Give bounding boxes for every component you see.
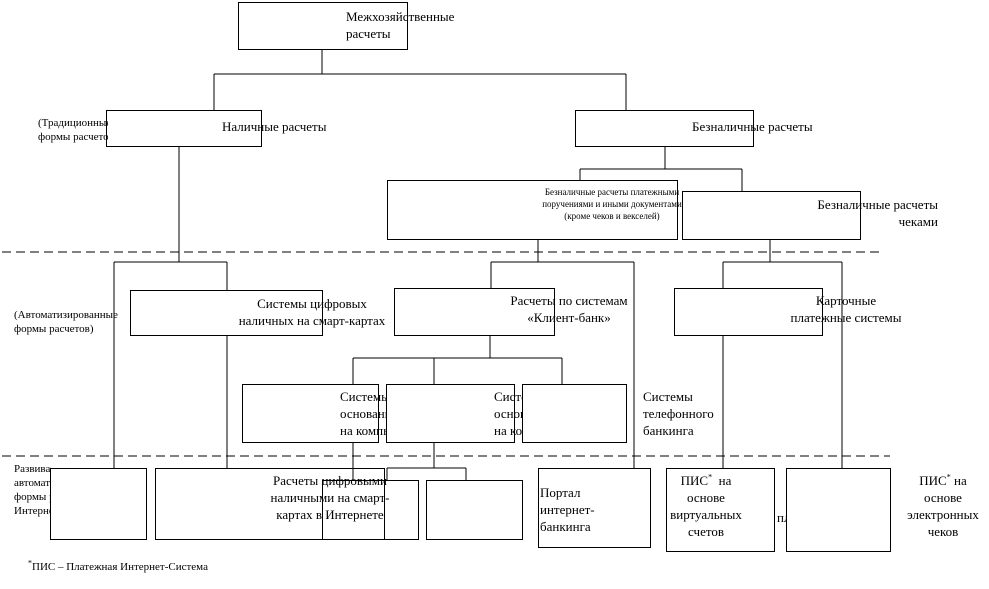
cashless-cheques-box (682, 191, 861, 240)
bottom-box-4 (426, 480, 523, 540)
footnote: *ПИС – Платежная Интернет-Система (28, 558, 208, 574)
computer-systems-box-b (386, 384, 515, 443)
internet-banking-box (538, 468, 651, 548)
root-label: Межхозяйственные расчеты (346, 9, 455, 41)
pis-virtual-box (666, 468, 775, 552)
digital-cash-smart-box (130, 290, 323, 336)
cashless-orders-box (387, 180, 678, 240)
client-bank-label: Расчеты по системам «Клиент-банк» (510, 293, 628, 325)
pis-cards-box (786, 468, 891, 552)
card-systems-label: Карточные платежные системы (790, 293, 902, 325)
card-systems-box (674, 288, 823, 336)
client-bank-box (394, 288, 555, 336)
footnote-text: ПИС – Платежная Интернет-Система (32, 561, 208, 573)
cashless-cheques-label: Безналичные расчеты чеками (817, 197, 938, 229)
pis-virtual-label: ПИС* на основе виртуальных счетов (664, 472, 748, 540)
internet-banking-label: Портал интернет- банкинга (540, 485, 595, 534)
label-automated: (Автоматизированные формы расчетов) (14, 309, 118, 335)
computer-systems-label-a: Системы основанные на компьютерах (340, 389, 386, 438)
cash-label: Наличные расчеты (222, 119, 327, 134)
digital-cash-internet-box (155, 468, 385, 540)
pis-cards-label: пластиковых (777, 510, 786, 525)
footnote-marker: * (28, 558, 32, 568)
bottom-box-1 (50, 468, 147, 540)
footnote-marker: * (946, 472, 951, 482)
label-developing: Развивающиеся автоматизированные формы р… (14, 463, 51, 517)
computer-systems-label-b: Системы основанные на компьютерах (494, 389, 522, 438)
computer-systems-box-a (242, 384, 379, 443)
bottom-box-3 (322, 480, 419, 540)
pis-cheques-abbr: ПИС (919, 473, 947, 488)
label-traditional: (Традиционные формы расчетов) (38, 117, 108, 143)
cashless-box (575, 110, 754, 147)
root-box (238, 2, 408, 50)
pis-cheques-text: на основе электронных чеков (907, 473, 979, 539)
cashless-orders-label: Безналичные расчеты платежными поручения… (542, 187, 682, 221)
mid-empty-box (522, 384, 627, 443)
digital-cash-smart-label: Системы цифровых наличных на смарт-карта… (238, 296, 386, 328)
footnote-marker: * (708, 472, 713, 482)
phone-banking-label: Системы телефонного банкинга (643, 389, 714, 438)
pis-virtual-abbr: ПИС (680, 473, 709, 488)
cashless-label: Безналичные расчеты (692, 119, 813, 134)
pis-cheques-label: ПИС* на основе электронных чеков (898, 472, 988, 540)
pis-virtual-text: на основе виртуальных счетов (670, 473, 742, 539)
cash-box (106, 110, 262, 147)
